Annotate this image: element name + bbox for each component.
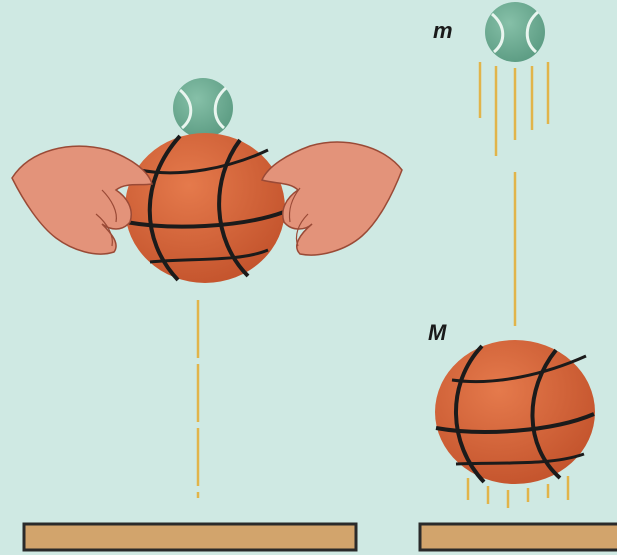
right-panel (420, 2, 617, 550)
tennis-ball-icon (485, 2, 545, 62)
small-mass-label: m (433, 18, 453, 44)
basketball-icon (125, 133, 285, 283)
basketball-icon (435, 340, 595, 484)
left-panel (12, 78, 402, 550)
large-mass-label: M (428, 320, 446, 346)
floor-right (420, 524, 617, 550)
motion-lines (480, 62, 548, 156)
tennis-ball-icon (173, 78, 233, 138)
floor-left (24, 524, 356, 550)
